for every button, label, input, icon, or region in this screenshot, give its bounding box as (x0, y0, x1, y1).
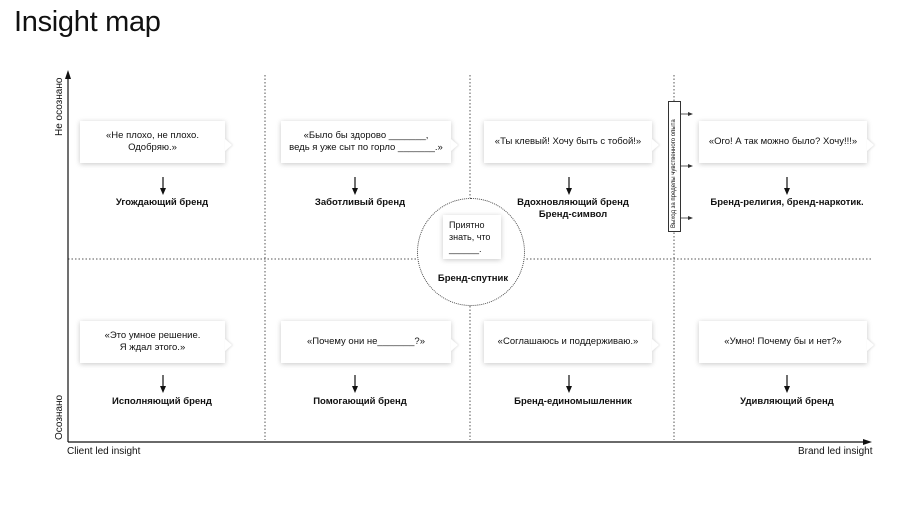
insight-quote: «Не плохо, не плохо. Одобряю.» (80, 121, 225, 163)
arrow-down-icon (566, 177, 572, 195)
brand-type-label: Помогающий бренд (313, 396, 407, 407)
brand-type-label: Исполняющий бренд (112, 396, 212, 407)
brand-type-label: Бренд-единомышленник (514, 396, 632, 407)
x-axis-right-label: Brand led insight (798, 446, 873, 457)
insight-quote: «Соглашаюсь и поддерживаю.» (484, 321, 652, 363)
brand-type-label: Удивляющий бренд (740, 396, 834, 407)
arrow-down-icon (566, 375, 572, 393)
insight-quote: «Ого! А так можно было? Хочу!!!» (699, 121, 867, 163)
brand-type-label: Угождающий бренд (115, 197, 209, 208)
satellite-quote: Приятно знать, что ______. (443, 215, 501, 259)
beyond-sensory-bar: Выход за пределы чувственного опыта (668, 101, 681, 232)
arrow-down-icon (352, 177, 358, 195)
brand-type-label: Заботливый бренд (314, 197, 406, 208)
insight-quote: «Ты клевый! Хочу быть с тобой!» (484, 121, 652, 163)
insight-quote: «Было бы здорово _______, ведь я уже сыт… (281, 121, 451, 163)
satellite-brand-label: Бренд-спутник (437, 273, 509, 284)
arrow-down-icon (160, 177, 166, 195)
y-axis-bottom-label: Осознано (54, 394, 65, 440)
arrow-down-icon (784, 177, 790, 195)
insight-quote: «Умно! Почему бы и нет?» (699, 321, 867, 363)
brand-type-label: Бренд-религия, бренд-наркотик. (710, 197, 864, 208)
arrow-down-icon (160, 375, 166, 393)
arrow-down-icon (352, 375, 358, 393)
brand-type-label: Вдохновляющий бренд Бренд-символ (517, 197, 629, 220)
y-axis-top-label: Не осознано (54, 77, 65, 136)
beyond-sensory-label: Выход за пределы чувственного опыта (671, 119, 677, 228)
insight-quote: «Это умное решение. Я ждал этого.» (80, 321, 225, 363)
page-title: Insight map (14, 6, 161, 38)
x-axis-left-label: Client led insight (67, 446, 141, 457)
arrow-down-icon (784, 375, 790, 393)
insight-quote: «Почему они не_______?» (281, 321, 451, 363)
